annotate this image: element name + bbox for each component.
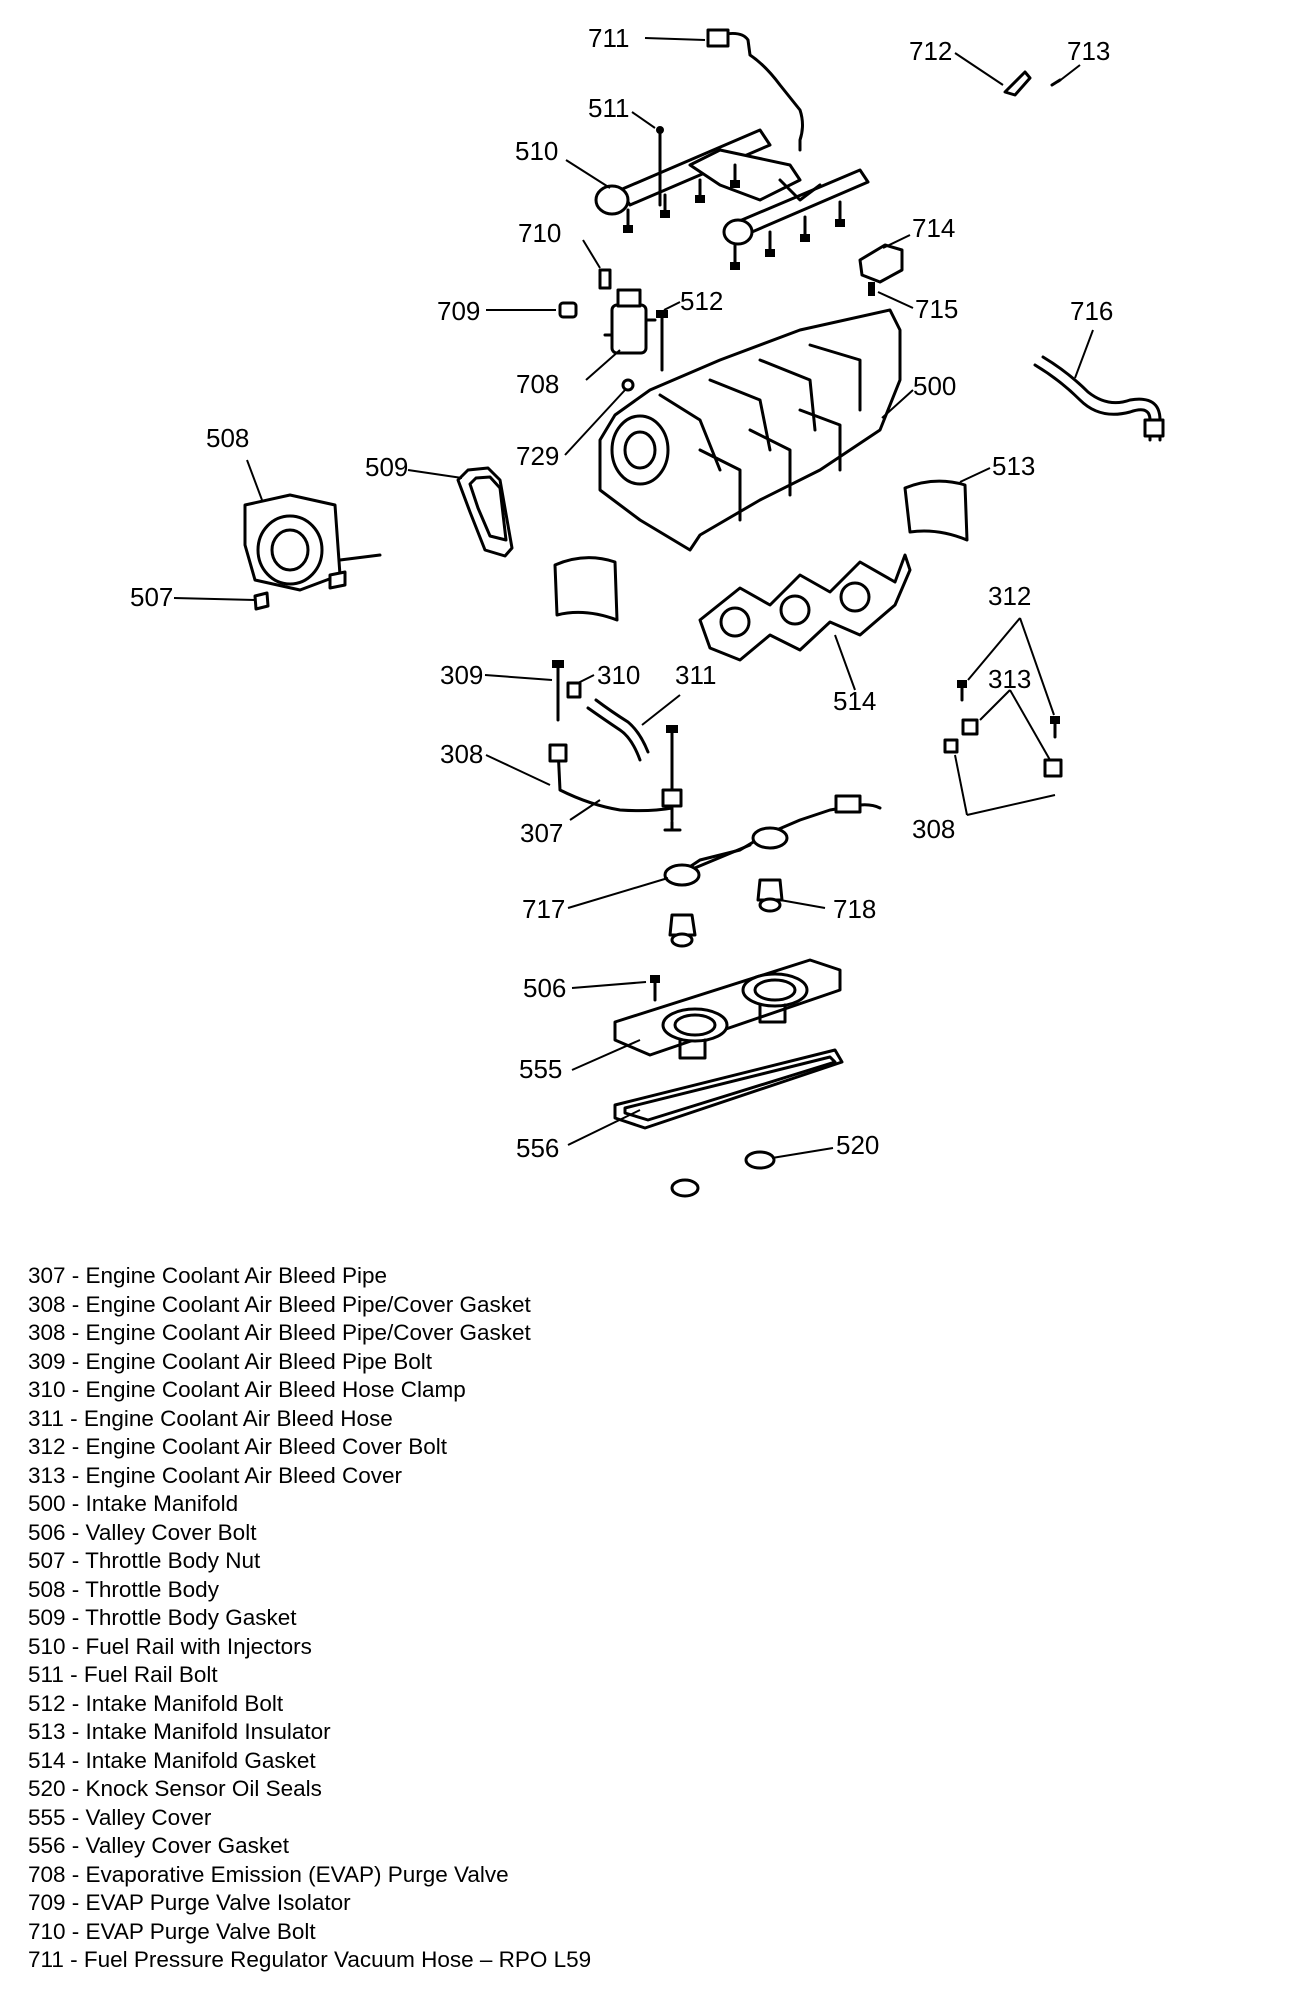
part-512-bolt — [656, 310, 668, 372]
legend-item: 308 - Engine Coolant Air Bleed Pipe/Cove… — [28, 1320, 531, 1345]
callout-715: 715 — [915, 294, 958, 324]
legend-item: 509 - Throttle Body Gasket — [28, 1605, 297, 1630]
part-710-bolt — [598, 268, 612, 290]
part-312-bolts — [957, 680, 1060, 739]
part-708-purge-valve — [603, 288, 657, 355]
part-310-clamp — [566, 681, 582, 699]
parts-legend: 307 - Engine Coolant Air Bleed Pipe 308 … — [28, 1262, 1028, 1975]
callout-710: 710 — [518, 218, 561, 248]
part-514-gasket — [698, 553, 912, 662]
legend-item: 506 - Valley Cover Bolt — [28, 1519, 257, 1545]
callout-513: 513 — [992, 451, 1035, 481]
legend-item: 708 - Evaporative Emission (EVAP) Purge … — [28, 1861, 509, 1887]
legend-item: 511 - Fuel Rail Bolt — [28, 1662, 218, 1687]
legend-item: 512 - Intake Manifold Bolt — [28, 1690, 284, 1716]
part-511-bolt — [656, 126, 664, 207]
callout-311: 311 — [675, 660, 716, 690]
legend-item: 513 - Intake Manifold Insulator — [28, 1719, 331, 1744]
legend-item: 710 - EVAP Purge Valve Bolt — [28, 1918, 316, 1944]
legend-item: 311 - Engine Coolant Air Bleed Hose — [28, 1405, 393, 1431]
callout-512: 512 — [680, 286, 723, 316]
legend-item: 500 - Intake Manifold — [28, 1491, 239, 1516]
part-520-seals — [670, 1150, 776, 1198]
legend-item: 310 - Engine Coolant Air Bleed Hose Clam… — [28, 1377, 466, 1402]
exploded-parts-diagram: 711 712 713 511 510 710 714 709 512 715 … — [130, 23, 1165, 1198]
part-307-bleed-pipe — [548, 725, 683, 832]
part-555-valley-cover — [613, 958, 842, 1060]
part-729-oring — [621, 378, 635, 392]
legend-item: 313 - Engine Coolant Air Bleed Cover — [28, 1462, 402, 1488]
part-711-vacuum-hose — [706, 28, 804, 152]
part-510-fuel-rail — [594, 128, 870, 270]
callout-310: 310 — [597, 660, 640, 690]
part-509-gasket — [456, 466, 514, 558]
legend-item: 556 - Valley Cover Gasket — [28, 1833, 289, 1858]
legend-item: 307 - Engine Coolant Air Bleed Pipe — [28, 1263, 387, 1288]
legend-item: 555 - Valley Cover — [28, 1804, 212, 1830]
callout-509: 509 — [365, 452, 408, 482]
callout-718: 718 — [833, 894, 876, 924]
callout-714: 714 — [912, 213, 955, 243]
legend-item: 709 - EVAP Purge Valve Isolator — [28, 1890, 351, 1915]
part-714-sensor — [858, 243, 904, 284]
callout-511: 511 — [588, 93, 629, 123]
callout-713: 713 — [1067, 36, 1110, 66]
part-506-bolt — [650, 975, 660, 1002]
callout-312: 312 — [988, 581, 1031, 611]
callout-514: 514 — [833, 686, 876, 716]
callout-510: 510 — [515, 136, 558, 166]
callout-709: 709 — [437, 296, 480, 326]
part-508-throttle-body — [243, 493, 382, 592]
part-insulator-left — [553, 556, 619, 622]
legend-item: 507 - Throttle Body Nut — [28, 1548, 261, 1573]
callout-507: 507 — [130, 582, 173, 612]
callout-520: 520 — [836, 1130, 879, 1160]
callout-556: 556 — [516, 1133, 559, 1163]
callout-712: 712 — [909, 36, 952, 66]
part-715-fastener — [868, 282, 875, 296]
part-309-bolt — [552, 660, 564, 722]
callout-508: 508 — [206, 423, 249, 453]
callout-506: 506 — [523, 973, 566, 1003]
legend-item: 510 - Fuel Rail with Injectors — [28, 1633, 312, 1659]
callout-308-left: 308 — [440, 739, 483, 769]
part-507-nut — [253, 591, 270, 611]
legend-item: 312 - Engine Coolant Air Bleed Cover Bol… — [28, 1434, 447, 1459]
callout-labels: 711 712 713 511 510 710 714 709 512 715 … — [130, 23, 1113, 1163]
callout-307: 307 — [520, 818, 563, 848]
legend-item: 520 - Knock Sensor Oil Seals — [28, 1776, 322, 1801]
legend-item: 309 - Engine Coolant Air Bleed Pipe Bolt — [28, 1348, 433, 1374]
part-313-cover — [943, 718, 1063, 778]
callout-711: 711 — [588, 23, 629, 53]
callout-555: 555 — [519, 1054, 562, 1084]
callout-729: 729 — [516, 441, 559, 471]
legend-item: 711 - Fuel Pressure Regulator Vacuum Hos… — [28, 1947, 592, 1972]
callout-716: 716 — [1070, 296, 1113, 326]
part-717-harness — [663, 794, 882, 887]
legend-item: 514 - Intake Manifold Gasket — [28, 1747, 316, 1773]
callout-717: 717 — [522, 894, 565, 924]
part-556-valley-gasket — [613, 1048, 844, 1130]
part-500-intake-manifold — [598, 308, 902, 552]
callout-313: 313 — [988, 664, 1031, 694]
legend-item: 308 - Engine Coolant Air Bleed Pipe/Cove… — [28, 1291, 531, 1317]
callout-309: 309 — [440, 660, 483, 690]
callout-708: 708 — [516, 369, 559, 399]
part-718-knock-sensors — [668, 878, 784, 948]
callout-308-right: 308 — [912, 814, 955, 844]
legend-item: 508 - Throttle Body — [28, 1576, 219, 1602]
part-716-hose — [1033, 355, 1165, 442]
leader-lines — [173, 37, 1094, 1159]
callout-500: 500 — [913, 371, 956, 401]
part-311-hose — [586, 698, 650, 762]
part-513-insulator — [903, 479, 969, 542]
part-709-isolator — [558, 301, 578, 319]
part-712-fitting — [1003, 70, 1032, 97]
